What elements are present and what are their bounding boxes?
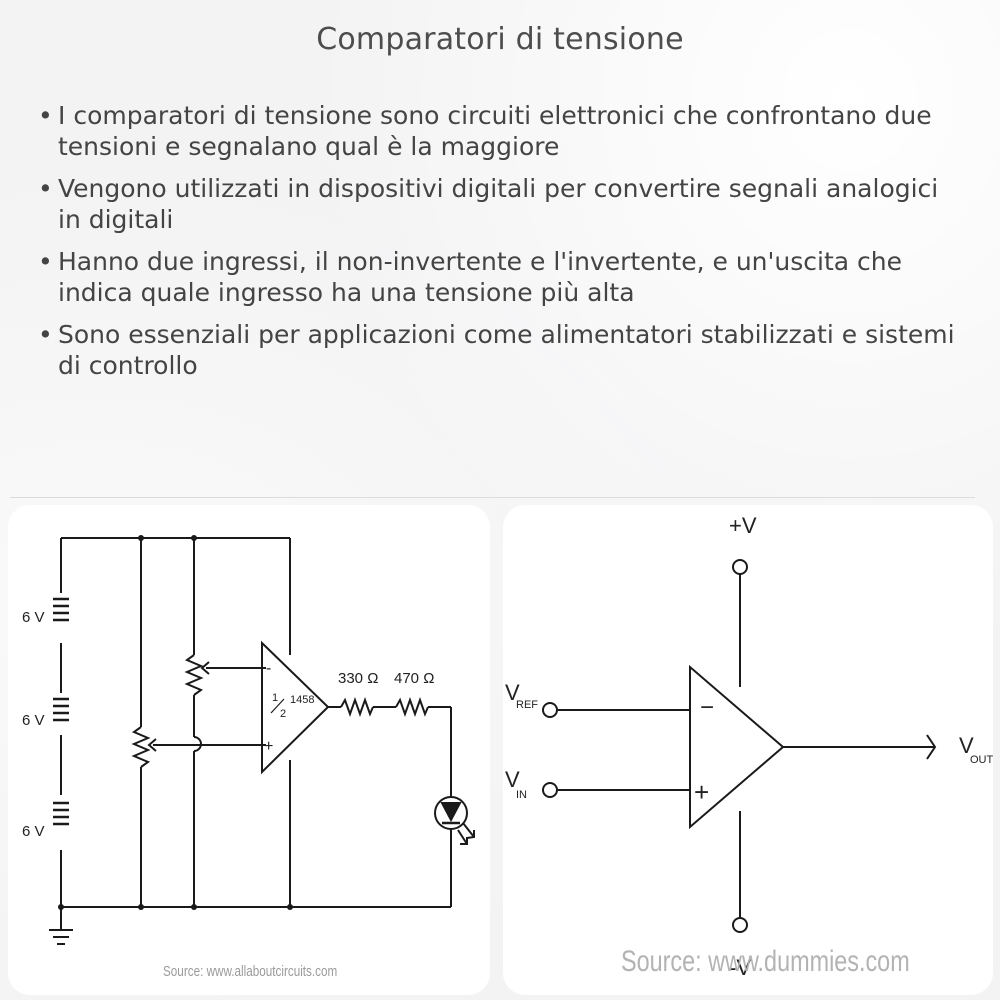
bullet-text: Vengono utilizzati in dispositivi digita… [58, 174, 939, 234]
positive-supply-label: +V [729, 513, 757, 538]
comparator-plus-label: + [694, 777, 709, 807]
vref-label-main: V [505, 680, 520, 705]
output-resistors [328, 697, 452, 790]
vout-arrow-icon [926, 734, 937, 760]
comparator-led-circuit-diagram: 6 V 6 V 6 V [22, 535, 475, 945]
comparator-symbol-panel: +V -V − + V REF V IN V OUT Source: www.d… [503, 505, 993, 995]
vref-terminal [542, 702, 558, 718]
opamp-plus-label: + [264, 738, 273, 755]
left-diagram-source: Source: www.allaboutcircuits.com [163, 963, 338, 980]
resistor-330-label: 330 Ω [338, 670, 378, 687]
comparator-minus-label: − [700, 694, 714, 721]
input-potentiometer [184, 538, 266, 907]
battery-stack [53, 538, 69, 907]
vin-label-sub: IN [516, 789, 527, 801]
opamp-minus-label: - [266, 660, 271, 677]
battery-label-3: 6 V [22, 823, 45, 840]
led-icon [434, 790, 475, 907]
junction-dots [58, 535, 293, 910]
reference-potentiometer [131, 538, 266, 907]
right-diagram-source: Source: www.dummies.com [621, 945, 910, 978]
negative-supply-label: -V [729, 955, 751, 980]
opamp-1458-symbol [261, 538, 330, 907]
bullet-dot: • [38, 101, 53, 130]
battery-label-1: 6 V [22, 609, 45, 626]
battery-label-2: 6 V [22, 712, 45, 729]
page-title: Comparatori di tensione [316, 22, 684, 57]
opamp-fraction-slash [270, 698, 285, 714]
bullet-item: •Hanno due ingressi, il non-invertente e… [36, 246, 966, 308]
resistor-470-label: 470 Ω [394, 670, 434, 687]
vout-label-sub: OUT [970, 754, 993, 766]
vout-label-main: V [959, 733, 974, 758]
bullet-text: Hanno due ingressi, il non-invertente e … [58, 247, 902, 307]
bullet-dot: • [38, 174, 53, 203]
comparator-triangle [689, 664, 785, 830]
bullet-list: •I comparatori di tensione sono circuiti… [36, 100, 966, 392]
bullet-item: •I comparatori di tensione sono circuiti… [36, 100, 966, 162]
comparator-led-circuit-panel: 6 V 6 V 6 V [8, 505, 490, 995]
bullet-dot: • [38, 247, 53, 276]
negative-supply-terminal [732, 917, 748, 933]
vref-label-sub: REF [516, 699, 538, 711]
positive-supply-terminal [732, 559, 748, 575]
bullet-item: •Sono essenziali per applicazioni come a… [36, 319, 966, 381]
bullet-dot: • [38, 320, 53, 349]
comparator-symbol-diagram: +V -V − + V REF V IN V OUT [505, 513, 993, 980]
section-divider [10, 497, 975, 498]
vin-terminal [542, 782, 558, 798]
opamp-fraction-numerator: 1 [272, 692, 278, 704]
bullet-text: I comparatori di tensione sono circuiti … [58, 101, 932, 161]
ground-symbol [49, 907, 73, 945]
bullet-item: •Vengono utilizzati in dispositivi digit… [36, 173, 966, 235]
opamp-fraction-denominator: 2 [280, 708, 286, 720]
bullet-text: Sono essenziali per applicazioni come al… [58, 320, 955, 380]
vin-label-main: V [505, 767, 520, 792]
opamp-part-label: 1458 [290, 694, 314, 706]
